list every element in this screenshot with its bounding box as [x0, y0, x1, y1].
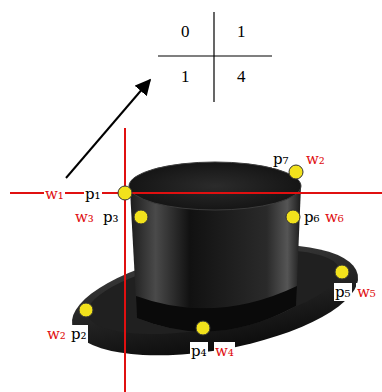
point-label: w₁: [44, 185, 65, 203]
hat-band: [136, 286, 297, 331]
point-label: p₅: [334, 283, 352, 301]
point-label: w₅: [356, 283, 377, 301]
feature-points: [79, 165, 349, 335]
point-label: p₁: [84, 185, 102, 203]
pointer-arrow: [66, 80, 150, 178]
point-label: w₃: [74, 208, 95, 226]
point-label: p₆: [303, 208, 321, 226]
point-label: w₆: [324, 208, 345, 226]
table-cell: 0: [180, 23, 191, 41]
hat-top: [129, 162, 301, 210]
table-cell: 1: [180, 68, 191, 86]
point-label: p₇: [272, 150, 290, 168]
point-label: w₄: [214, 342, 235, 360]
table-line: [158, 55, 272, 56]
axis-line: [124, 128, 126, 392]
point-label: p₃: [102, 208, 120, 226]
point-label: w₂: [46, 325, 67, 343]
axis-line: [10, 192, 382, 194]
table-line: [213, 12, 214, 102]
table-cell: 1: [236, 23, 247, 41]
point-label: w₂: [305, 150, 326, 168]
point-label: p₄: [190, 342, 208, 360]
table-cell: 4: [236, 68, 247, 86]
point-label: p₂: [70, 325, 88, 343]
